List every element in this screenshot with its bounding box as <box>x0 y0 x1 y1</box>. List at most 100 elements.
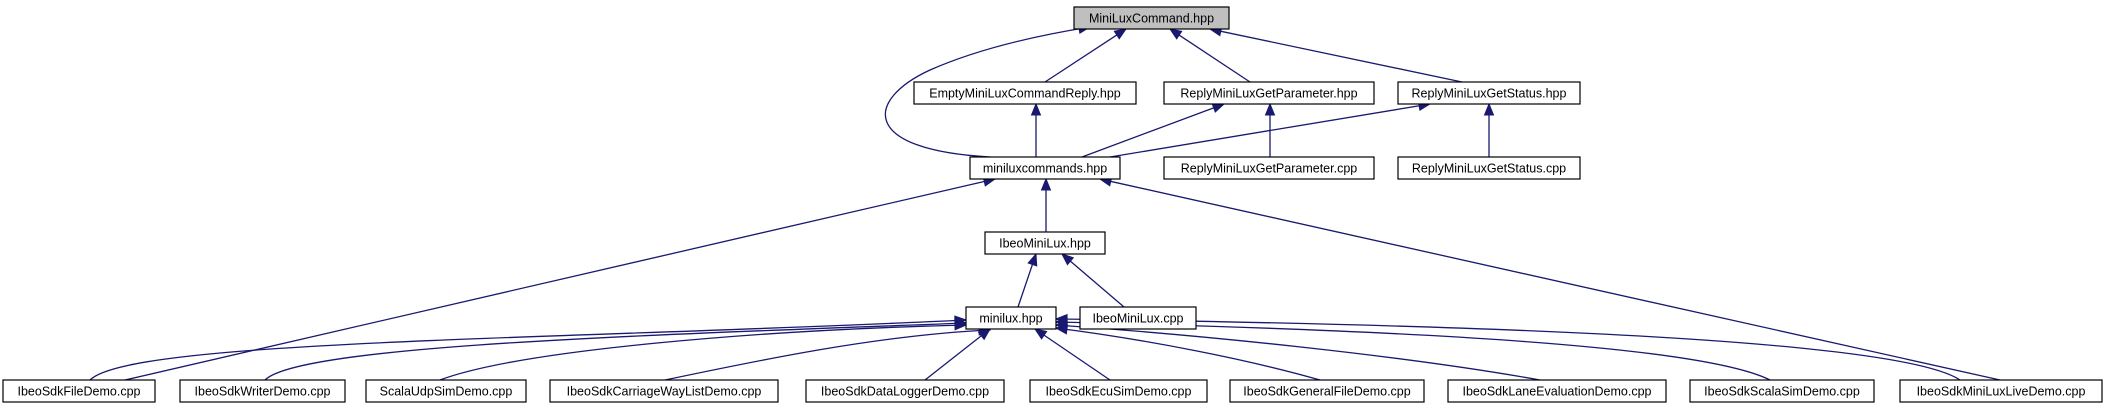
edge-reply_get_param_cpp-to-reply_get_param <box>1264 102 1276 157</box>
edge-line <box>1081 106 1215 158</box>
edge-minilux_live-to-miniluxcommands <box>1098 176 2001 381</box>
node-label: minilux.hpp <box>979 311 1042 325</box>
edge-miniluxcommands-to-reply_get_param <box>1081 103 1226 158</box>
node-box <box>549 379 779 403</box>
node-reply-get-param-cpp[interactable]: ReplyMiniLuxGetParameter.cpp <box>1163 156 1375 180</box>
edge-reply_get_status-to-minilux_command <box>1208 26 1463 83</box>
node-general-file[interactable]: IbeoSdkGeneralFileDemo.cpp <box>1229 379 1425 403</box>
node-label: ReplyMiniLuxGetParameter.cpp <box>1181 161 1358 175</box>
node-box <box>984 231 1106 255</box>
node-label: ScalaUdpSimDemo.cpp <box>380 384 513 398</box>
node-label: IbeoSdkScalaSimDemo.cpp <box>1704 384 1860 398</box>
node-label: IbeoSdkCarriageWayListDemo.cpp <box>567 384 762 398</box>
arrowhead <box>954 320 968 331</box>
node-carriage-way[interactable]: IbeoSdkCarriageWayListDemo.cpp <box>549 379 779 403</box>
arrowhead <box>1027 252 1038 267</box>
edge-line <box>1017 263 1034 308</box>
node-label: ReplyMiniLuxGetStatus.cpp <box>1412 161 1566 175</box>
node-box <box>1163 81 1375 105</box>
node-box <box>2 379 156 403</box>
edge-carriage_way-to-minilux_hpp <box>664 325 992 381</box>
edge-empty_reply-to-minilux_command <box>1044 28 1128 83</box>
node-reply-get-param[interactable]: ReplyMiniLuxGetParameter.hpp <box>1163 81 1375 105</box>
edge-line <box>1219 30 1463 83</box>
node-box <box>1229 379 1425 403</box>
node-label: IbeoMiniLux.hpp <box>999 236 1091 250</box>
node-box <box>1689 379 1875 403</box>
edge-lane_eval-to-minilux_hpp <box>1054 320 1541 381</box>
node-label: IbeoSdkEcuSimDemo.cpp <box>1046 384 1192 398</box>
node-ibeo-minilux-cpp[interactable]: IbeoMiniLux.cpp <box>1079 306 1197 330</box>
edge-line <box>924 334 983 381</box>
edge-reply_get_param-to-minilux_command <box>1168 28 1251 83</box>
node-label: IbeoMiniLux.cpp <box>1092 311 1183 325</box>
node-box <box>1029 379 1208 403</box>
node-box <box>1397 81 1581 105</box>
edge-minilux_live-to-minilux_hpp <box>1054 313 1961 381</box>
arrowhead <box>1211 103 1226 113</box>
edge-reply_get_status_cpp-to-reply_get_status <box>1483 102 1495 157</box>
arrowhead <box>1483 102 1495 116</box>
node-file-demo[interactable]: IbeoSdkFileDemo.cpp <box>2 379 156 403</box>
edge-line <box>1055 327 1321 381</box>
edge-line <box>1109 180 2001 381</box>
node-box <box>1447 379 1667 403</box>
node-writer-demo[interactable]: IbeoSdkWriterDemo.cpp <box>179 379 346 403</box>
edge-ibeo_minilux_cpp-to-ibeo_minilux_hpp <box>1060 253 1125 308</box>
arrowhead <box>1040 177 1052 191</box>
node-reply-get-status-cpp[interactable]: ReplyMiniLuxGetStatus.cpp <box>1397 156 1581 180</box>
node-reply-get-status[interactable]: ReplyMiniLuxGetStatus.hpp <box>1397 81 1581 105</box>
arrowhead <box>1030 102 1042 116</box>
arrowhead <box>1168 28 1183 40</box>
arrowhead <box>977 328 992 341</box>
node-label: ReplyMiniLuxGetParameter.hpp <box>1180 86 1357 100</box>
edge-ibeo_minilux_hpp-to-miniluxcommands <box>1040 177 1052 232</box>
arrowhead <box>1264 102 1276 116</box>
node-label: MiniLuxCommand.hpp <box>1089 11 1214 25</box>
node-lane-eval[interactable]: IbeoSdkLaneEvaluationDemo.cpp <box>1447 379 1667 403</box>
node-label: IbeoSdkLaneEvaluationDemo.cpp <box>1462 384 1651 398</box>
edge-line <box>1109 104 1421 158</box>
edge-line <box>264 322 967 381</box>
node-box <box>1163 156 1375 180</box>
arrowhead <box>1060 253 1075 266</box>
node-scala-sim[interactable]: IbeoSdkScalaSimDemo.cpp <box>1689 379 1875 403</box>
node-empty-reply[interactable]: EmptyMiniLuxCommandReply.hpp <box>913 81 1137 105</box>
edge-file_demo-to-minilux_hpp <box>89 315 968 381</box>
node-box <box>805 379 1005 403</box>
node-minilux-hpp[interactable]: minilux.hpp <box>965 306 1057 330</box>
node-miniluxcommands[interactable]: miniluxcommands.hpp <box>969 156 1121 180</box>
node-scala-udp-sim[interactable]: ScalaUdpSimDemo.cpp <box>365 379 527 403</box>
node-box <box>913 81 1137 105</box>
node-box <box>1397 156 1581 180</box>
edge-line <box>1055 324 1541 381</box>
edge-miniluxcommands-to-empty_reply <box>1030 102 1042 157</box>
node-box <box>1073 6 1230 30</box>
node-data-logger[interactable]: IbeoSdkDataLoggerDemo.cpp <box>805 379 1005 403</box>
node-label: IbeoSdkWriterDemo.cpp <box>195 384 331 398</box>
edge-line <box>1055 321 1771 381</box>
node-ecu-sim[interactable]: IbeoSdkEcuSimDemo.cpp <box>1029 379 1208 403</box>
node-label: IbeoSdkMiniLuxLiveDemo.cpp <box>1917 384 2086 398</box>
node-ibeo-minilux-hpp[interactable]: IbeoMiniLux.hpp <box>984 231 1106 255</box>
node-label: IbeoSdkGeneralFileDemo.cpp <box>1243 384 1410 398</box>
arrowhead <box>1054 313 1068 325</box>
node-box <box>1899 379 2103 403</box>
edge-scala_udp_sim-to-minilux_hpp <box>439 320 968 381</box>
edge-line <box>124 180 986 381</box>
edge-line <box>1177 33 1251 83</box>
edge-line <box>884 26 1091 158</box>
node-box <box>969 156 1121 180</box>
edge-line <box>439 324 967 381</box>
node-label: miniluxcommands.hpp <box>983 161 1107 175</box>
edge-general_file-to-minilux_hpp <box>1054 324 1321 381</box>
node-minilux-live[interactable]: IbeoSdkMiniLuxLiveDemo.cpp <box>1899 379 2103 403</box>
edge-line <box>664 329 991 381</box>
node-label: IbeoSdkDataLoggerDemo.cpp <box>821 384 989 398</box>
edge-line <box>89 319 967 381</box>
edge-minilux_hpp-to-ibeo_minilux_hpp <box>1017 252 1038 308</box>
node-label: IbeoSdkFileDemo.cpp <box>18 384 141 398</box>
node-label: EmptyMiniLuxCommandReply.hpp <box>929 86 1121 100</box>
node-minilux-command: MiniLuxCommand.hpp <box>1073 6 1230 30</box>
